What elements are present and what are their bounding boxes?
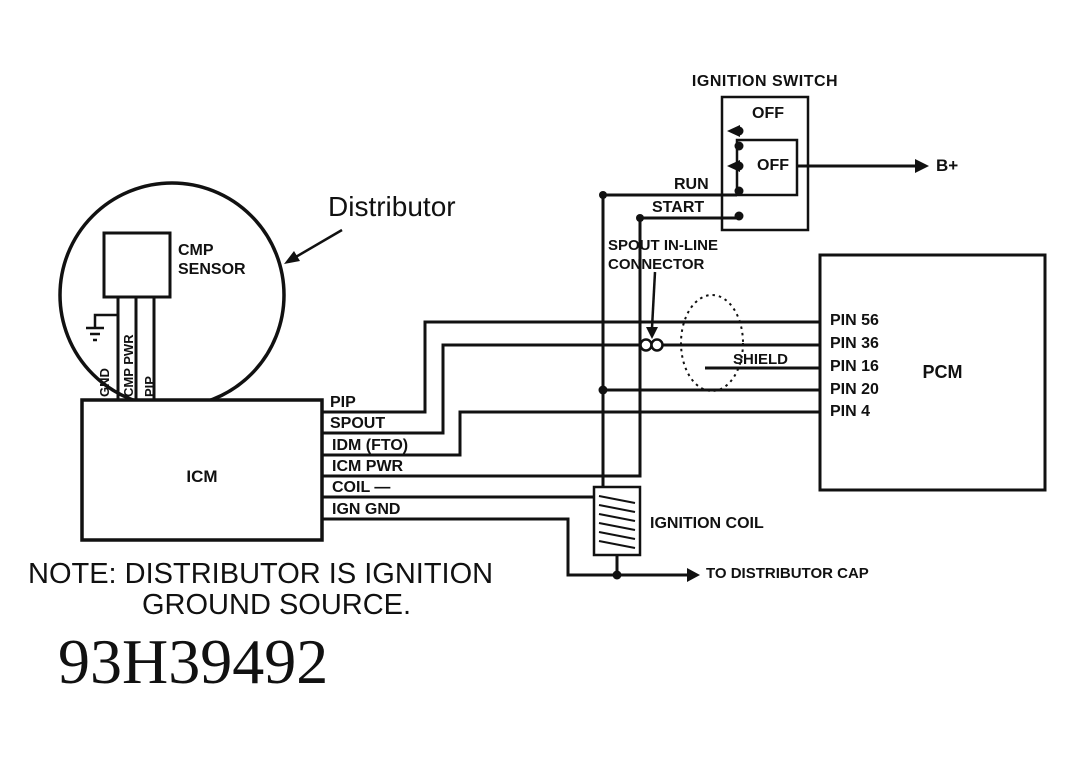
ignition-coil-label: IGNITION COIL (650, 515, 764, 532)
switch-arrow-off-inner (727, 160, 740, 172)
icm-output-pip: PIP (330, 394, 356, 411)
junction-start (636, 214, 644, 222)
distributor-label: Distributor (328, 191, 456, 222)
wire-spout-to-pin36 (322, 343, 820, 435)
distributor-pointer-line (293, 228, 343, 260)
cmp-wire-label-pwr: CMP PWR (121, 334, 136, 397)
switch-contact-dots (727, 125, 744, 221)
bplus-arrowhead (915, 159, 929, 173)
battery-positive-label: B+ (936, 156, 959, 175)
note-line2: GROUND SOURCE. (142, 589, 412, 621)
switch-arrow-off-top (727, 125, 740, 137)
cmp-sensor-label-line2: SENSOR (178, 261, 246, 278)
switch-off-inner-label: OFF (757, 157, 789, 174)
ignition-switch-box (720, 95, 810, 232)
icm-output-icm-pwr: ICM PWR (332, 458, 404, 475)
note-line1: NOTE: DISTRIBUTOR IS IGNITION (28, 558, 494, 590)
cmp-sensor-label-line1: CMP (178, 242, 214, 259)
icm-box (80, 398, 324, 542)
wire-pip-to-pin56 (322, 320, 820, 414)
pcm-pin-4: PIN 4 (830, 403, 871, 420)
ignition-coil-windings (598, 495, 636, 549)
icm-output-coil-neg: COIL — (332, 479, 391, 496)
pcm-label: PCM (922, 362, 963, 382)
switch-start-label: START (652, 199, 705, 216)
shield-ellipse (680, 294, 744, 392)
icm-output-spout: SPOUT (330, 415, 386, 432)
ground-tap-wire (93, 313, 118, 328)
cmp-wire-label-pip: PIP (142, 376, 157, 397)
spout-connector-symbol-right (650, 338, 664, 352)
icm-label: ICM (186, 467, 218, 486)
spout-connector-label-line2: CONNECTOR (608, 256, 705, 273)
pcm-box (818, 253, 1047, 492)
cmp-wire-label-gnd: GND (97, 368, 112, 397)
icm-output-ign-gnd: IGN GND (332, 501, 401, 518)
pcm-pin-20: PIN 20 (830, 381, 879, 398)
switch-off-top-label: OFF (752, 105, 784, 122)
icm-output-idm: IDM (FTO) (332, 437, 409, 454)
pcm-pin-36: PIN 36 (830, 335, 879, 352)
wire-ign-gnd-to-cap (322, 517, 688, 577)
switch-run-label: RUN (674, 176, 709, 193)
junction-coil-bottom (612, 570, 622, 580)
distributor-arrowhead (284, 251, 300, 264)
to-cap-arrowhead (687, 568, 700, 582)
to-distributor-cap-label: TO DISTRIBUTOR CAP (706, 565, 869, 582)
ignition-switch-title: IGNITION SWITCH (691, 73, 839, 90)
junction-run (599, 191, 607, 199)
distributor-circle (58, 181, 286, 409)
spout-connector-arrowhead (646, 327, 658, 339)
junction-pin20 (598, 385, 608, 395)
cmp-sensor-box (102, 231, 172, 299)
spout-connector-label-line1: SPOUT IN-LINE (608, 237, 719, 254)
figure-code: 93H39492 (58, 626, 329, 697)
pcm-pin-56: PIN 56 (830, 312, 879, 329)
spout-connector-pointer-line (650, 271, 657, 329)
pcm-pin-16: PIN 16 (830, 358, 879, 375)
shield-label: SHIELD (733, 351, 789, 368)
spout-connector-symbol-left (639, 338, 653, 352)
